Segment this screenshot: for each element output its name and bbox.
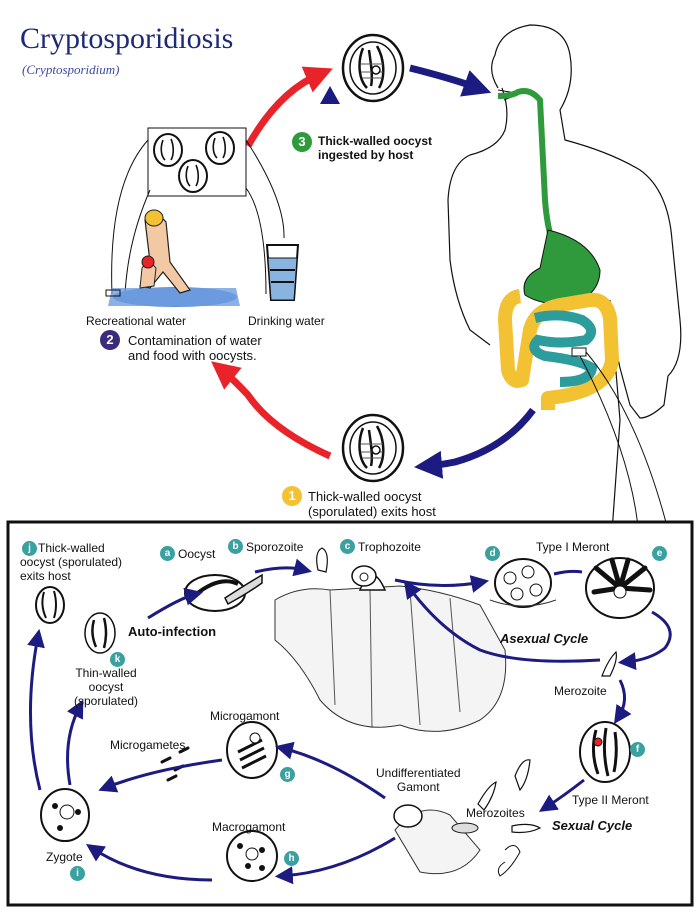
sporozoite-cell bbox=[316, 547, 328, 573]
step-2-badge: 2 bbox=[100, 330, 120, 350]
microgamont-g-image bbox=[226, 721, 278, 779]
undifferentiated-gamont-label: Undifferentiated Gamont bbox=[376, 766, 461, 794]
colon bbox=[498, 289, 619, 410]
zygote-i-image bbox=[40, 788, 90, 842]
arrow-gamont-to-microgamont bbox=[275, 741, 386, 800]
stage-g-label: Microgamont bbox=[210, 709, 280, 723]
step-3-text: Thick-walled oocyst ingested by host bbox=[318, 134, 433, 162]
arrow-host-to-exit bbox=[414, 407, 536, 479]
step-1-badge: 1 bbox=[282, 486, 302, 506]
arrow-microgamont-to-zygote bbox=[98, 758, 223, 793]
stage-a-badge: a bbox=[160, 546, 175, 561]
arrow-meront1-to-merozoite bbox=[617, 610, 672, 671]
arrow-macrogamont-to-zygote bbox=[86, 844, 213, 882]
drinking-water-label: Drinking water bbox=[248, 314, 325, 328]
stage-i-label: Zygote bbox=[46, 850, 83, 864]
stage-i-badge: i bbox=[70, 866, 85, 881]
undifferentiated-gamont bbox=[393, 804, 423, 828]
arrow-meront2-to-merozoites bbox=[538, 778, 585, 812]
stage-j-badge: j bbox=[22, 541, 37, 556]
step-1-text: Thick-walled oocyst (sporulated) exits h… bbox=[308, 489, 436, 519]
exiting-oocyst-image bbox=[341, 413, 405, 483]
macrogamont-h-image bbox=[226, 830, 278, 882]
page-title: Cryptosporidiosis bbox=[20, 22, 234, 55]
auto-infection-label: Auto-infection bbox=[128, 624, 217, 639]
microgametes-label: Microgametes bbox=[110, 738, 186, 752]
meront-e-image bbox=[585, 557, 655, 619]
arrow-oocyst-to-sporozoite bbox=[254, 558, 312, 577]
meront-f-image bbox=[579, 721, 631, 783]
stage-c-label: Trophozoite bbox=[358, 540, 421, 554]
host-body-outline bbox=[447, 24, 682, 561]
stage-f-label: Type II Meront bbox=[572, 793, 649, 807]
stage-c-badge: c bbox=[340, 539, 355, 554]
merozoite-label: Merozoite bbox=[554, 684, 607, 698]
stage-h-label: Macrogamont bbox=[212, 820, 286, 834]
thick-oocyst-j-image bbox=[35, 586, 65, 624]
asexual-cycle-label: Asexual Cycle bbox=[500, 631, 589, 646]
stage-k-badge: k bbox=[110, 652, 125, 667]
arrow-zygote-to-thick bbox=[27, 628, 45, 791]
meront-dash bbox=[553, 569, 583, 576]
thin-oocyst-k-image bbox=[84, 612, 116, 654]
stage-a-label: Oocyst bbox=[178, 547, 216, 561]
arrow-source-to-ingestion bbox=[244, 66, 333, 148]
merozoites-label: Merozoites bbox=[466, 806, 525, 820]
stage-b-badge: b bbox=[228, 539, 243, 554]
sexual-cycle-label: Sexual Cycle bbox=[552, 818, 633, 833]
stage-e-label: Type I Meront bbox=[536, 540, 610, 554]
small-intestine bbox=[529, 310, 598, 387]
stage-j-label: Thick-walled oocyst (sporulated) exits h… bbox=[20, 541, 123, 583]
stage-d-badge: d bbox=[485, 546, 500, 561]
merozoite-image bbox=[601, 650, 617, 677]
stage-e-badge: e bbox=[652, 546, 667, 561]
arrow-gamont-to-macrogamont bbox=[274, 836, 396, 885]
arrow-zygote-to-thin bbox=[66, 699, 84, 786]
arrow-oocyst-to-mouth bbox=[409, 64, 492, 97]
epithelium-cells bbox=[274, 585, 507, 732]
arrow-thin-to-oocyst bbox=[147, 587, 203, 620]
stage-b-label: Sporozoite bbox=[246, 540, 304, 554]
stage-k-label: Thin-walled oocyst (sporulated) bbox=[74, 666, 139, 708]
marker-i-letter: i bbox=[326, 104, 330, 116]
arrow-merozoite-recycle bbox=[403, 580, 601, 663]
recreational-water-label: Recreational water bbox=[86, 314, 187, 328]
ingested-oocyst-image bbox=[341, 33, 405, 103]
marker-i-triangle bbox=[320, 86, 340, 104]
arrow-merozoite-to-meront2 bbox=[614, 679, 632, 724]
stage-g-badge: g bbox=[280, 767, 295, 782]
meront-d-image bbox=[489, 558, 557, 608]
stage-f-badge: f bbox=[630, 742, 645, 757]
merozoites-image bbox=[477, 759, 542, 834]
page-subtitle: (Cryptosporidium) bbox=[22, 62, 120, 77]
step-2-text: Contamination of water and food with ooc… bbox=[128, 333, 262, 363]
step-3-badge: 3 bbox=[292, 132, 312, 152]
free-forms bbox=[497, 845, 521, 877]
stage-h-badge: h bbox=[284, 851, 299, 866]
arrow-exit-to-contamination bbox=[211, 361, 332, 460]
